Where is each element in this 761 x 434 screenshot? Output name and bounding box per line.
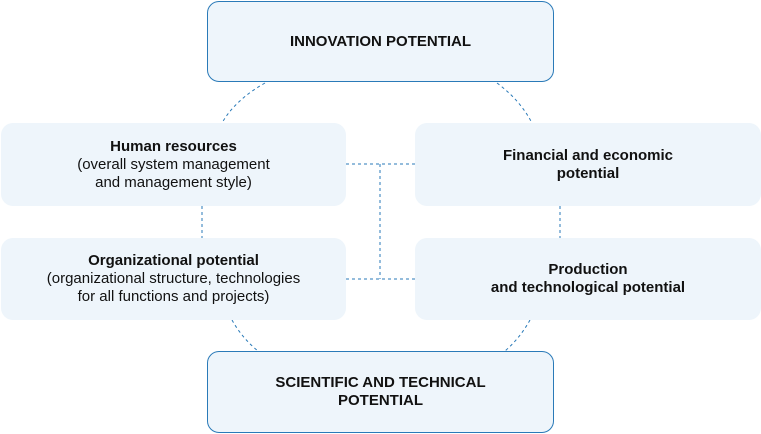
ring-arc-bottom-right (504, 319, 531, 352)
innovation-potential-box: INNOVATION POTENTIAL (207, 1, 554, 82)
scientific-technical-line1: SCIENTIFIC AND TECHNICAL (275, 374, 486, 391)
organizational-potential-box: Organizational potential (organizational… (1, 238, 346, 320)
production-technological-box: Production and technological potential (415, 238, 761, 320)
human-resources-line2: and management style) (95, 173, 252, 191)
organizational-potential-line2: for all functions and projects) (77, 288, 270, 305)
human-resources-line1: (overall system management (77, 155, 270, 173)
innovation-potential-label: INNOVATION POTENTIAL (289, 32, 472, 50)
human-resources-title: Human resources (110, 137, 237, 155)
financial-economic-line2: potential (556, 164, 620, 182)
financial-economic-box: Financial and economic potential (415, 123, 761, 206)
human-resources-box: Human resources (overall system manageme… (1, 123, 346, 206)
production-technological-line1: Production (548, 261, 628, 278)
ring-arc-bottom-left (231, 319, 259, 352)
scientific-technical-box: SCIENTIFIC AND TECHNICAL POTENTIAL (207, 351, 554, 433)
ring-arc-top-right (496, 82, 533, 124)
organizational-potential-title: Organizational potential (88, 252, 259, 269)
organizational-potential-line1: (organizational structure, technologies (46, 270, 301, 287)
scientific-technical-line2: POTENTIAL (338, 392, 423, 409)
production-technological-line2: and technological potential (490, 279, 686, 296)
financial-economic-line1: Financial and economic (502, 146, 674, 164)
ring-arc-top-left (221, 82, 266, 124)
